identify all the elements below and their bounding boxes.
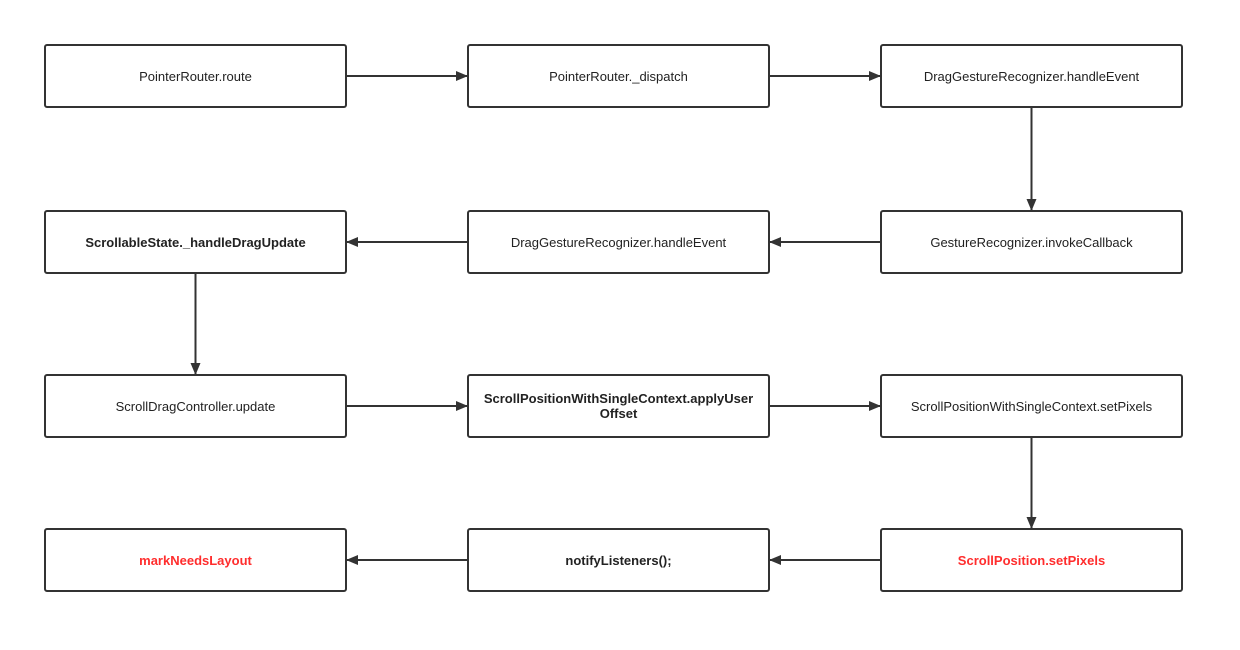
node-scrollable-state-handle-drag-update: ScrollableState._handleDragUpdate xyxy=(44,210,347,274)
node-single-context-set-pixels: ScrollPositionWithSingleContext.setPixel… xyxy=(880,374,1183,438)
node-apply-user-offset: ScrollPositionWithSingleContext.applyUse… xyxy=(467,374,770,438)
node-scroll-position-set-pixels: ScrollPosition.setPixels xyxy=(880,528,1183,592)
node-drag-gesture-recognizer-handle-event: DragGestureRecognizer.handleEvent xyxy=(467,210,770,274)
node-pointer-router-dispatch: PointerRouter._dispatch xyxy=(467,44,770,108)
node-notify-listeners: notifyListeners(); xyxy=(467,528,770,592)
node-mark-needs-layout: markNeedsLayout xyxy=(44,528,347,592)
node-drag-gesture-recognizer-handle-event-top: DragGestureRecognizer.handleEvent xyxy=(880,44,1183,108)
node-scroll-drag-controller-update: ScrollDragController.update xyxy=(44,374,347,438)
node-pointer-router-route: PointerRouter.route xyxy=(44,44,347,108)
node-gesture-recognizer-invoke-callback: GestureRecognizer.invokeCallback xyxy=(880,210,1183,274)
